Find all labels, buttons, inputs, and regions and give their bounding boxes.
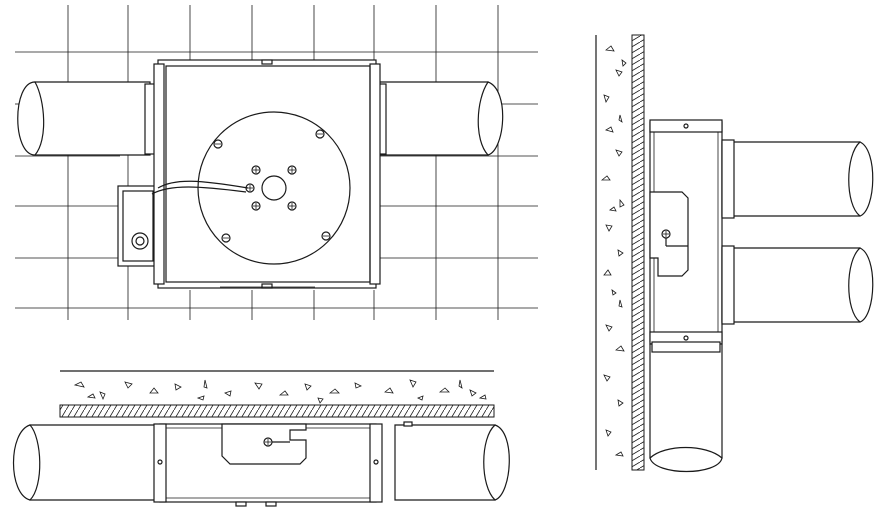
floor-view [13,370,510,507]
concrete-aggregate [73,379,487,404]
power-wire [157,180,249,189]
wall-aggregate [600,45,627,457]
ceiling-view [15,5,538,320]
wall-lower-duct [721,247,861,323]
junction-box [117,185,159,267]
ceiling-grid [15,5,538,320]
fan-hub [261,175,287,201]
wall-hatch [631,34,645,471]
wall-down-duct [649,343,723,459]
slab-hatch [59,404,495,418]
mounting-screws [213,129,331,243]
left-duct [17,81,158,156]
right-duct [373,81,504,156]
fan-housing [151,59,381,289]
wall-upper-duct [721,141,861,217]
wall-view [595,34,874,472]
floor-right-duct [394,424,496,501]
floor-left-duct [29,424,161,501]
